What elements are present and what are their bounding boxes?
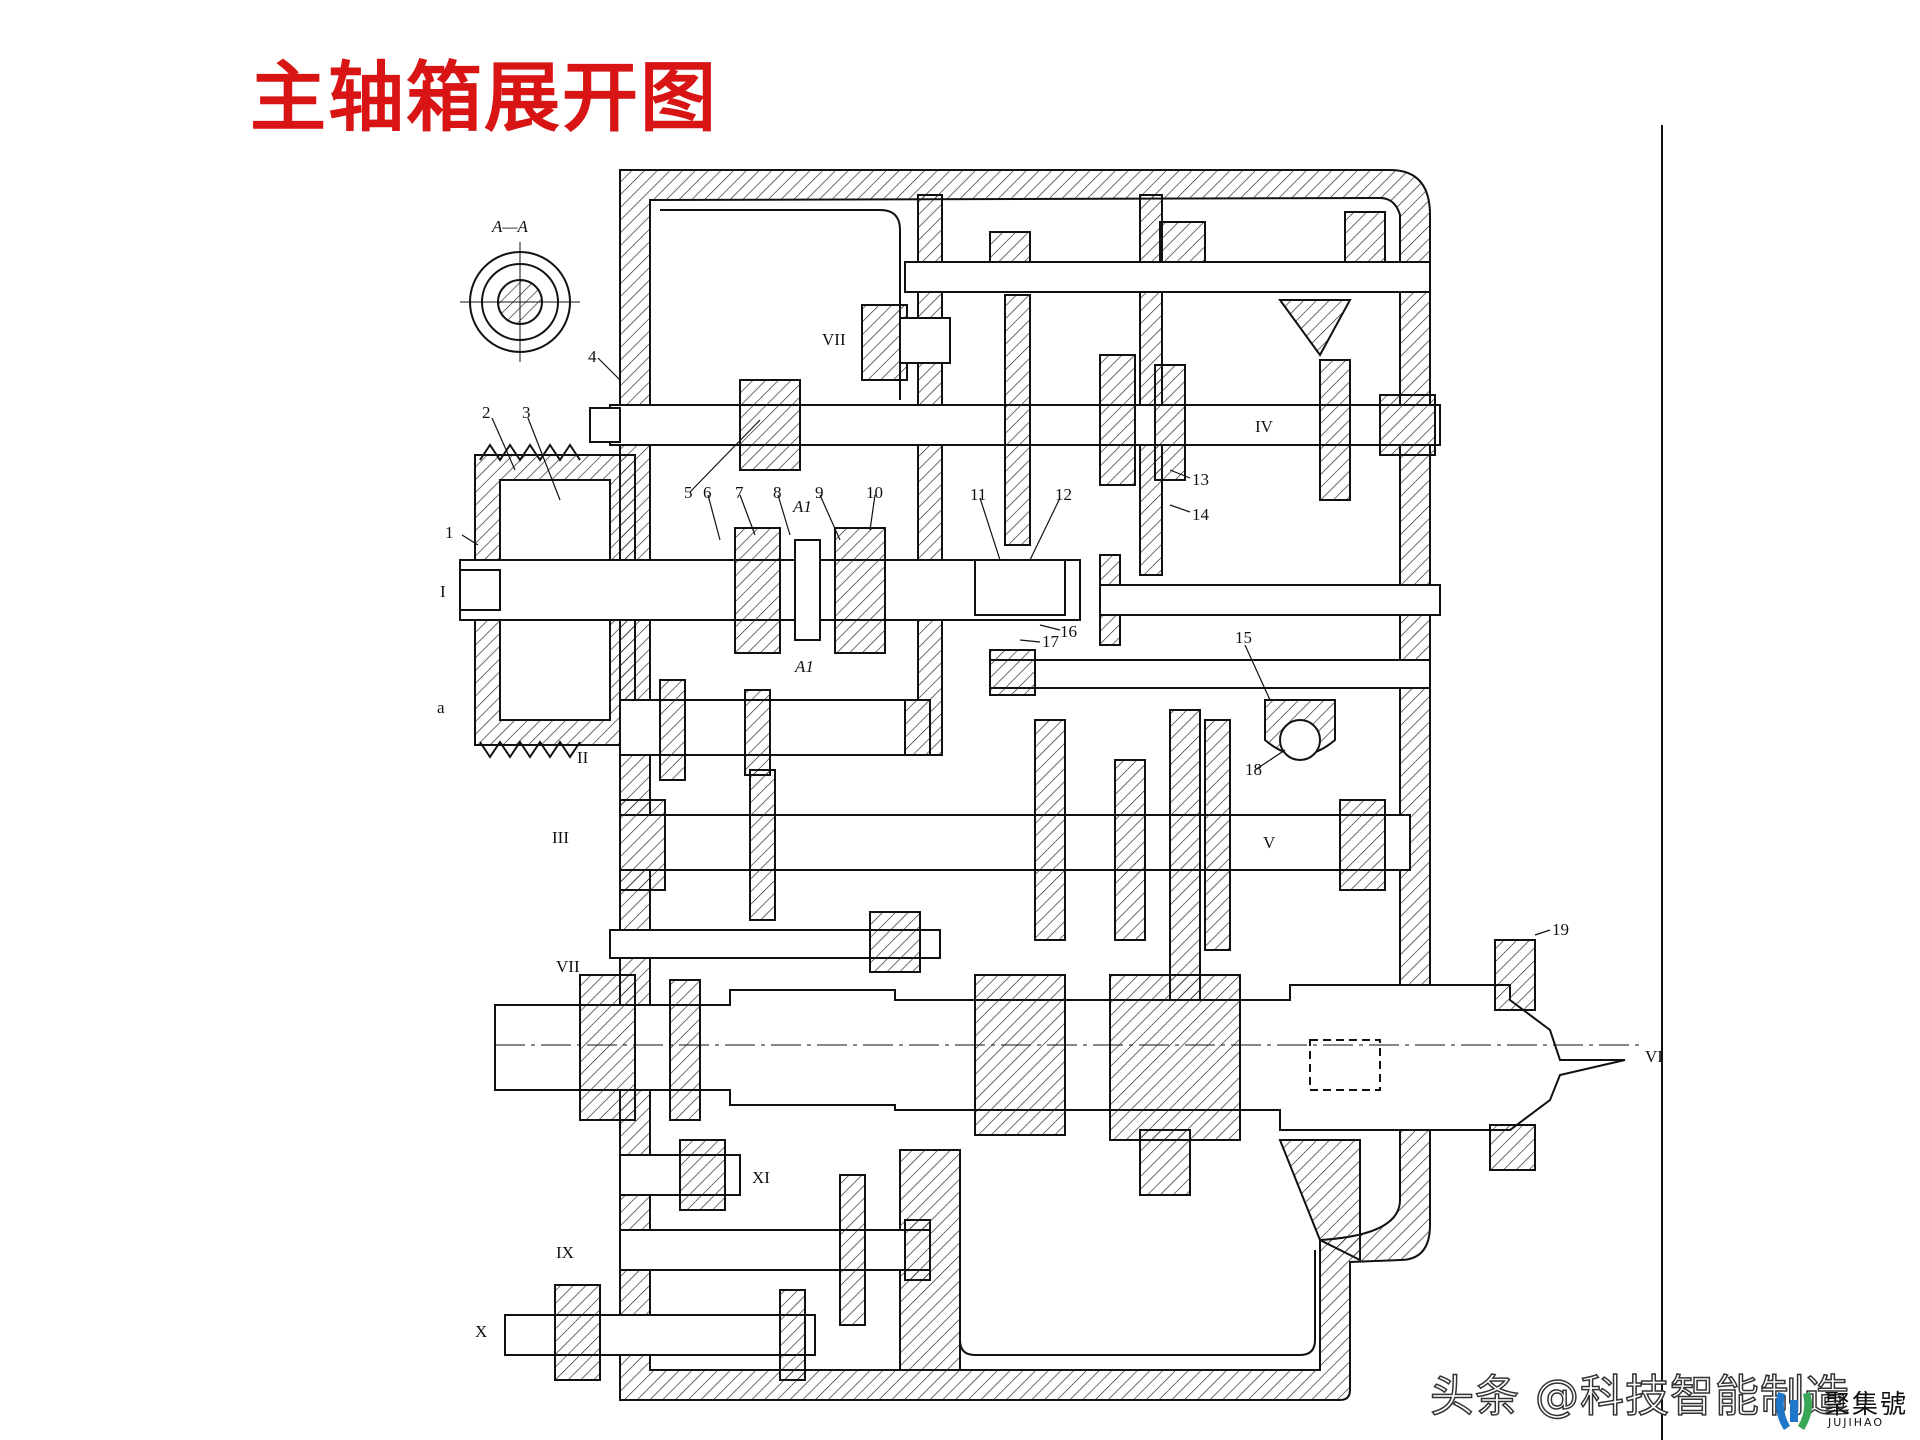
lower-rib [1278, 1139, 1361, 1262]
part-17-label: 17 [1042, 632, 1060, 651]
part-13-label: 13 [1192, 470, 1209, 489]
clutch-right [834, 527, 886, 654]
upper-rod [904, 261, 1431, 293]
part-15-label: 15 [1235, 628, 1252, 647]
part-6-label: 6 [703, 483, 712, 502]
shaft-iii-v [619, 814, 1411, 871]
section-a1-lower-label: A1 [794, 657, 814, 676]
shaft-ii-label: II [577, 748, 589, 767]
shaft-vi-label: VI [1645, 1047, 1663, 1066]
logo-english-text: JUJIHAO [1828, 1416, 1885, 1429]
shaft-vii-upper-label: VII [822, 330, 846, 349]
clutch-left [734, 527, 781, 654]
part-16-label: 16 [1060, 622, 1077, 641]
section-a-a [460, 242, 580, 362]
logo-chinese-text: 聚集號 [1824, 1390, 1909, 1420]
part-11-label: 11 [970, 485, 986, 504]
logo-mark-icon [1776, 1392, 1812, 1430]
part-10-label: 10 [866, 483, 883, 502]
part-1-label: 1 [445, 523, 454, 542]
shaft-iv-label: IV [1255, 417, 1274, 436]
shaft-x-label: X [475, 1322, 487, 1341]
part-19-label: 19 [1552, 920, 1569, 939]
shaft-vii-lower-label: VII [556, 957, 580, 976]
part-9-label: 9 [815, 483, 824, 502]
part-3-label: 3 [522, 403, 531, 422]
part-18-label: 18 [1245, 760, 1262, 779]
page-title: 主轴箱展开图 [250, 53, 718, 142]
shaft-ix [619, 1229, 931, 1271]
shaft-xi-label: XI [752, 1168, 770, 1187]
shaft-x [504, 1314, 816, 1356]
part-12-label: 12 [1055, 485, 1072, 504]
part-4-label: 4 [588, 347, 597, 366]
point-a-label: a [437, 698, 445, 717]
jujihao-logo: 聚集號 JUJIHAO [1770, 1382, 1910, 1440]
part-8-label: 8 [773, 483, 782, 502]
part-5-label: 5 [684, 483, 693, 502]
part-14-label: 14 [1192, 505, 1210, 524]
section-label: A—A [491, 217, 529, 236]
shaft-i-label: I [440, 582, 446, 601]
part-7-label: 7 [735, 483, 744, 502]
part-2-label: 2 [482, 403, 491, 422]
shaft-v-label: V [1263, 833, 1276, 852]
shaft-iii-label: III [552, 828, 569, 847]
shaft-ix-label: IX [556, 1243, 574, 1262]
section-a1-upper-label: A1 [792, 497, 812, 516]
